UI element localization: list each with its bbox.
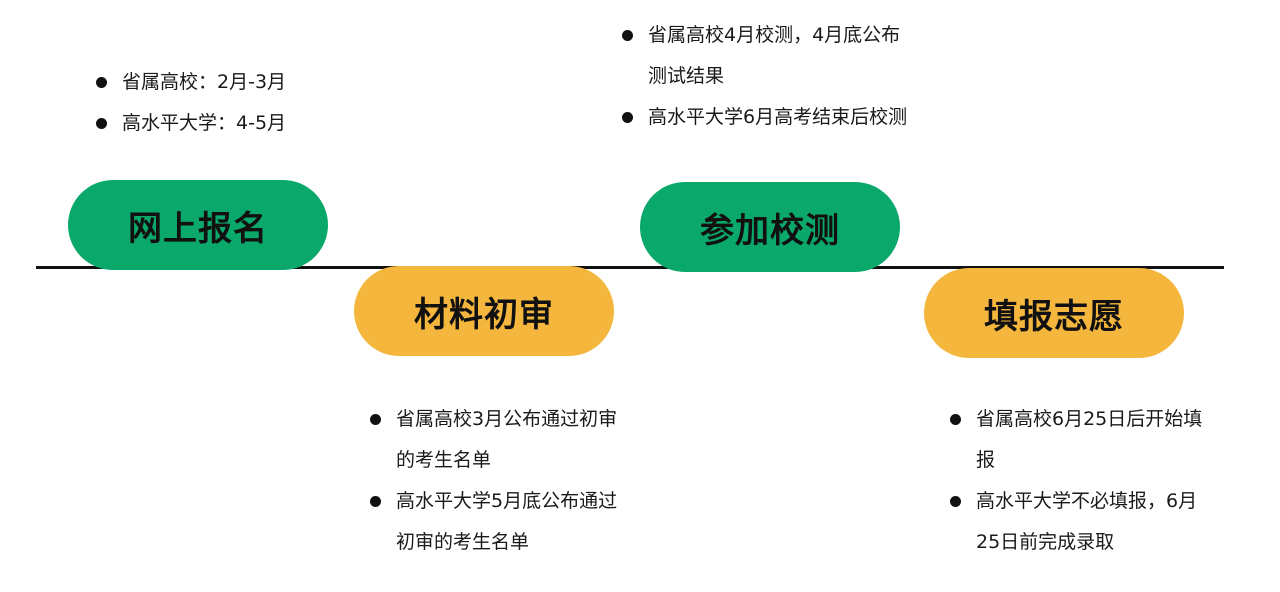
stage-1-notes: 省属高校：2月-3月 高水平大学：4-5月 (96, 62, 376, 144)
stage-3-note: 高水平大学6月高考结束后校测 (622, 97, 912, 138)
stage-1-note: 省属高校：2月-3月 (96, 62, 376, 103)
stage-1-note: 高水平大学：4-5月 (96, 103, 376, 144)
stage-4-note: 省属高校6月25日后开始填报 (950, 399, 1210, 481)
timeline-axis (36, 266, 1224, 269)
stage-2-note: 省属高校3月公布通过初审的考生名单 (370, 399, 630, 481)
stage-2-note: 高水平大学5月底公布通过初审的考生名单 (370, 481, 630, 563)
stage-3-notes: 省属高校4月校测，4月底公布测试结果 高水平大学6月高考结束后校测 (622, 15, 912, 138)
stage-2-notes: 省属高校3月公布通过初审的考生名单 高水平大学5月底公布通过初审的考生名单 (370, 399, 630, 563)
stage-material-review: 材料初审 (354, 266, 614, 356)
stage-4-notes: 省属高校6月25日后开始填报 高水平大学不必填报，6月25日前完成录取 (950, 399, 1210, 563)
stage-fill-application: 填报志愿 (924, 268, 1184, 358)
stage-label: 材料初审 (414, 294, 554, 335)
stage-online-registration: 网上报名 (68, 180, 328, 270)
stage-3-note: 省属高校4月校测，4月底公布测试结果 (622, 15, 912, 97)
stage-label: 参加校测 (700, 210, 840, 251)
stage-label: 填报志愿 (984, 296, 1124, 337)
stage-label: 网上报名 (128, 208, 268, 249)
stage-4-note: 高水平大学不必填报，6月25日前完成录取 (950, 481, 1210, 563)
stage-school-test: 参加校测 (640, 182, 900, 272)
